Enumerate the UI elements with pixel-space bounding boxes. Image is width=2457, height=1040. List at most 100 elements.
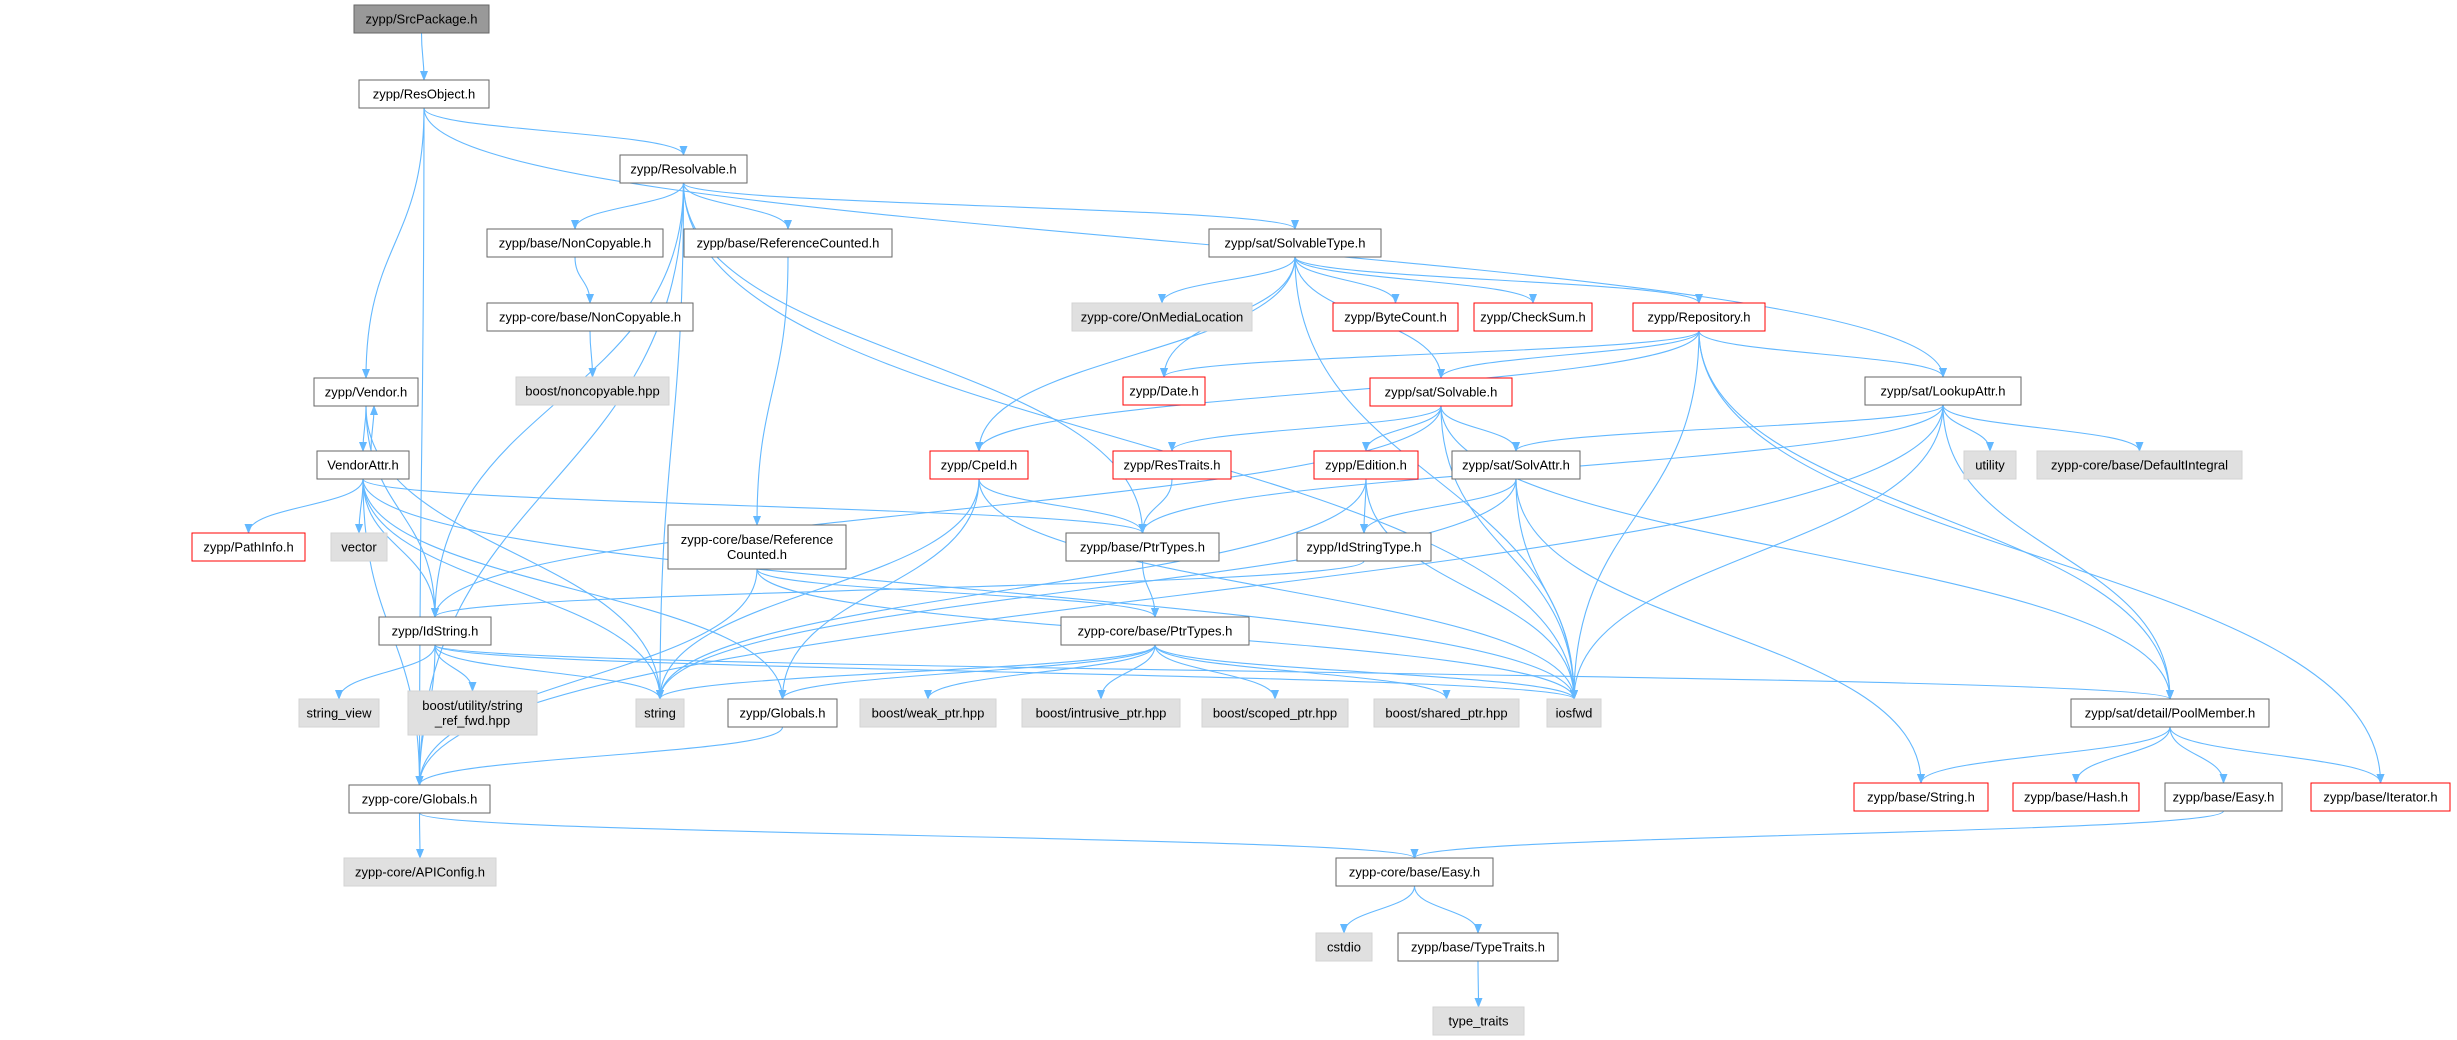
- node-zypp-edition-h[interactable]: zypp/Edition.h: [1313, 450, 1419, 480]
- node-box[interactable]: [1315, 932, 1373, 962]
- node-string-view[interactable]: string_view: [298, 698, 380, 728]
- node-string[interactable]: string: [635, 698, 685, 728]
- node-box[interactable]: [316, 450, 410, 480]
- node-box[interactable]: [343, 857, 497, 887]
- node-zypp-base-noncopyable-h[interactable]: zypp/base/NonCopyable.h: [486, 228, 664, 258]
- node-box[interactable]: [929, 450, 1029, 480]
- node-box[interactable]: [515, 376, 670, 406]
- node-zypp-checksum-h[interactable]: zypp/CheckSum.h: [1473, 302, 1593, 332]
- node-zypp-date-h[interactable]: zypp/Date.h: [1122, 376, 1206, 406]
- node-box[interactable]: [298, 698, 380, 728]
- node-box[interactable]: [1853, 782, 1989, 812]
- node-box[interactable]: [330, 532, 388, 562]
- node-zypp-core-base-ptrtypes-h[interactable]: zypp-core/base/PtrTypes.h: [1060, 616, 1250, 646]
- node-box[interactable]: [619, 154, 748, 184]
- node-boost-noncopyable-hpp[interactable]: boost/noncopyable.hpp: [515, 376, 670, 406]
- node-boost-shared-ptr-hpp[interactable]: boost/shared_ptr.hpp: [1373, 698, 1520, 728]
- node-box[interactable]: [1296, 532, 1432, 562]
- node-cstdio[interactable]: cstdio: [1315, 932, 1373, 962]
- node-type-traits[interactable]: type_traits: [1432, 1006, 1525, 1036]
- node-box[interactable]: [1632, 302, 1766, 332]
- node-zypp-restraits-h[interactable]: zypp/ResTraits.h: [1112, 450, 1232, 480]
- node-zypp-globals-h[interactable]: zypp/Globals.h: [727, 698, 838, 728]
- node-box[interactable]: [2012, 782, 2140, 812]
- node-zypp-pathinfo-h[interactable]: zypp/PathInfo.h: [191, 532, 306, 562]
- node-box[interactable]: [1112, 450, 1232, 480]
- node-zypp-core-apiconfig-h[interactable]: zypp-core/APIConfig.h: [343, 857, 497, 887]
- node-zypp-core-base-defaultintegral[interactable]: zypp-core/base/DefaultIntegral: [2036, 450, 2243, 480]
- node-box[interactable]: [1060, 616, 1250, 646]
- node-box[interactable]: [313, 377, 419, 407]
- node-box[interactable]: [727, 698, 838, 728]
- node-box[interactable]: [1369, 377, 1513, 407]
- node-box[interactable]: [1313, 450, 1419, 480]
- node-box[interactable]: [353, 4, 490, 34]
- node-zypp-cpeid-h[interactable]: zypp/CpeId.h: [929, 450, 1029, 480]
- node-box[interactable]: [1071, 302, 1253, 332]
- node-box[interactable]: [1201, 698, 1349, 728]
- node-box[interactable]: [667, 524, 847, 570]
- node-box[interactable]: [1122, 376, 1206, 406]
- node-box[interactable]: [1065, 532, 1220, 562]
- node-box[interactable]: [1021, 698, 1181, 728]
- node-zypp-sat-solvable-h[interactable]: zypp/sat/Solvable.h: [1369, 377, 1513, 407]
- node-box[interactable]: [378, 616, 492, 646]
- node-box[interactable]: [635, 698, 685, 728]
- node-zypp-idstringtype-h[interactable]: zypp/IdStringType.h: [1296, 532, 1432, 562]
- node-zypp-sat-lookupattr-h[interactable]: zypp/sat/LookupAttr.h: [1864, 376, 2022, 406]
- node-box[interactable]: [486, 228, 664, 258]
- node-zypp-core-base-noncopyable-h[interactable]: zypp-core/base/NonCopyable.h: [486, 302, 694, 332]
- node-box[interactable]: [1397, 932, 1559, 962]
- node-box[interactable]: [1473, 302, 1593, 332]
- node-box[interactable]: [859, 698, 997, 728]
- node-zypp-base-string-h[interactable]: zypp/base/String.h: [1853, 782, 1989, 812]
- node-zypp-core-onmedialocation[interactable]: zypp-core/OnMediaLocation: [1071, 302, 1253, 332]
- node-zypp-vendor-h[interactable]: zypp/Vendor.h: [313, 377, 419, 407]
- node-box[interactable]: [1432, 1006, 1525, 1036]
- node-box[interactable]: [407, 690, 538, 736]
- node-vendorattr-h[interactable]: VendorAttr.h: [316, 450, 410, 480]
- node-zypp-base-iterator-h[interactable]: zypp/base/Iterator.h: [2310, 782, 2451, 812]
- node-box[interactable]: [2164, 782, 2283, 812]
- node-box[interactable]: [683, 228, 893, 258]
- node-zypp-sat-detail-poolmember-h[interactable]: zypp/sat/detail/PoolMember.h: [2070, 698, 2270, 728]
- node-box[interactable]: [1451, 450, 1581, 480]
- node-zypp-bytecount-h[interactable]: zypp/ByteCount.h: [1332, 302, 1459, 332]
- node-boost-utility-string-ref-fwd-hpp[interactable]: boost/utility/string_ref_fwd.hpp: [407, 690, 538, 736]
- node-utility[interactable]: utility: [1963, 450, 2017, 480]
- node-zypp-base-typetraits-h[interactable]: zypp/base/TypeTraits.h: [1397, 932, 1559, 962]
- node-zypp-srcpackage-h[interactable]: zypp/SrcPackage.h: [353, 4, 490, 34]
- node-box[interactable]: [486, 302, 694, 332]
- node-zypp-core-base-easy-h[interactable]: zypp-core/base/Easy.h: [1335, 857, 1494, 887]
- node-box[interactable]: [2070, 698, 2270, 728]
- node-zypp-base-easy-h[interactable]: zypp/base/Easy.h: [2164, 782, 2283, 812]
- node-box[interactable]: [348, 784, 491, 814]
- node-iosfwd[interactable]: iosfwd: [1546, 698, 1602, 728]
- node-zypp-base-ptrtypes-h[interactable]: zypp/base/PtrTypes.h: [1065, 532, 1220, 562]
- node-zypp-resobject-h[interactable]: zypp/ResObject.h: [358, 79, 490, 109]
- node-box[interactable]: [358, 79, 490, 109]
- node-box[interactable]: [2310, 782, 2451, 812]
- node-boost-weak-ptr-hpp[interactable]: boost/weak_ptr.hpp: [859, 698, 997, 728]
- node-zypp-base-hash-h[interactable]: zypp/base/Hash.h: [2012, 782, 2140, 812]
- node-box[interactable]: [1335, 857, 1494, 887]
- node-box[interactable]: [2036, 450, 2243, 480]
- node-box[interactable]: [1546, 698, 1602, 728]
- node-zypp-idstring-h[interactable]: zypp/IdString.h: [378, 616, 492, 646]
- node-boost-intrusive-ptr-hpp[interactable]: boost/intrusive_ptr.hpp: [1021, 698, 1181, 728]
- node-box[interactable]: [1373, 698, 1520, 728]
- node-box[interactable]: [1963, 450, 2017, 480]
- node-zypp-core-globals-h[interactable]: zypp-core/Globals.h: [348, 784, 491, 814]
- node-box[interactable]: [1864, 376, 2022, 406]
- node-zypp-base-referencecounted-h[interactable]: zypp/base/ReferenceCounted.h: [683, 228, 893, 258]
- node-boost-scoped-ptr-hpp[interactable]: boost/scoped_ptr.hpp: [1201, 698, 1349, 728]
- node-vector[interactable]: vector: [330, 532, 388, 562]
- node-box[interactable]: [1332, 302, 1459, 332]
- node-box[interactable]: [1208, 228, 1382, 258]
- node-zypp-sat-solvattr-h[interactable]: zypp/sat/SolvAttr.h: [1451, 450, 1581, 480]
- node-zypp-repository-h[interactable]: zypp/Repository.h: [1632, 302, 1766, 332]
- node-box[interactable]: [191, 532, 306, 562]
- node-zypp-sat-solvabletype-h[interactable]: zypp/sat/SolvableType.h: [1208, 228, 1382, 258]
- node-zypp-resolvable-h[interactable]: zypp/Resolvable.h: [619, 154, 748, 184]
- node-zypp-core-base-referencecounted-h[interactable]: zypp-core/base/ReferenceCounted.h: [667, 524, 847, 570]
